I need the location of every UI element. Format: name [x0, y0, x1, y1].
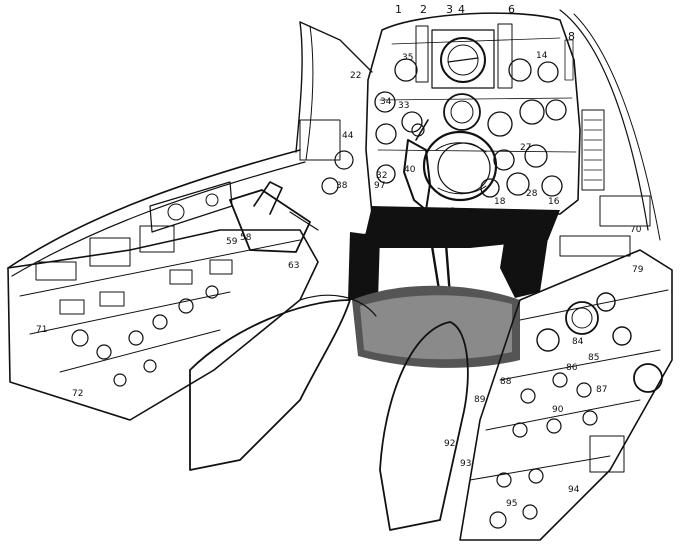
- right-console: [459, 109, 673, 541]
- callout-94: 94: [568, 485, 580, 495]
- callout-59: 59: [226, 237, 238, 247]
- callout-40: 40: [404, 165, 416, 175]
- gauge: [545, 99, 567, 121]
- trim-wheel: [633, 363, 663, 393]
- gauge: [493, 149, 515, 171]
- callout-33: 33: [398, 101, 409, 111]
- callout-85: 85: [588, 353, 599, 363]
- callout-74: 74: [356, 233, 368, 243]
- callout-84: 84: [572, 337, 584, 347]
- left-console: [7, 119, 354, 421]
- seat-sill: [189, 294, 469, 531]
- callout-32: 32: [376, 171, 387, 181]
- callout-72: 72: [72, 389, 83, 399]
- gauge: [487, 111, 513, 137]
- gauge: [376, 164, 396, 184]
- throttle-quadrant: [229, 189, 311, 253]
- callout-86: 86: [566, 363, 578, 373]
- callout-28: 28: [526, 189, 538, 199]
- gauge: [537, 61, 559, 83]
- footwell: [348, 206, 560, 368]
- callout-95: 95: [506, 499, 517, 509]
- callout-18: 18: [494, 197, 506, 207]
- gauge: [541, 175, 563, 197]
- callout-63: 63: [288, 261, 299, 271]
- gauge: [374, 91, 396, 113]
- callout-22: 22: [350, 71, 361, 81]
- callout-25: 25: [444, 207, 455, 217]
- callout-88: 88: [500, 377, 512, 387]
- callout-87: 87: [596, 385, 607, 395]
- callout-79: 79: [632, 265, 644, 275]
- callout-16: 16: [548, 197, 560, 207]
- callout-8: 8: [568, 30, 575, 43]
- callout-58: 58: [240, 233, 252, 243]
- callout-20: 20: [472, 235, 484, 245]
- gauge: [524, 144, 548, 168]
- callout-labels: 1 2 3 4 6 8 14 16 18 20 22 25 27 28 32 3…: [36, 3, 644, 509]
- gauge: [480, 178, 500, 198]
- gauge: [394, 58, 418, 82]
- callout-27: 27: [520, 143, 531, 153]
- callout-6: 6: [508, 3, 515, 16]
- radar-scope: [422, 130, 498, 202]
- callout-38: 38: [336, 181, 348, 191]
- gauge: [519, 99, 545, 125]
- callout-3: 3: [446, 3, 453, 16]
- callout-90: 90: [552, 405, 564, 415]
- callout-93: 93: [460, 459, 471, 469]
- callout-44: 44: [342, 131, 354, 141]
- callout-97: 97: [374, 181, 385, 191]
- gauge: [508, 58, 532, 82]
- callout-14: 14: [536, 51, 548, 61]
- callout-1: 1: [395, 3, 402, 16]
- callout-35: 35: [402, 53, 413, 63]
- canopy-frame: [7, 9, 661, 277]
- callout-89: 89: [474, 395, 486, 405]
- callout-70: 70: [630, 225, 642, 235]
- callout-71: 71: [36, 325, 47, 335]
- callout-4: 4: [458, 3, 465, 16]
- callout-2: 2: [420, 3, 427, 16]
- main-instrument-panel: [365, 12, 581, 217]
- callout-92: 92: [444, 439, 455, 449]
- callout-34: 34: [380, 97, 392, 107]
- attitude-indicator: [440, 37, 486, 83]
- gauge: [375, 123, 397, 145]
- hsi-gauge: [443, 93, 481, 131]
- gauge: [506, 172, 530, 196]
